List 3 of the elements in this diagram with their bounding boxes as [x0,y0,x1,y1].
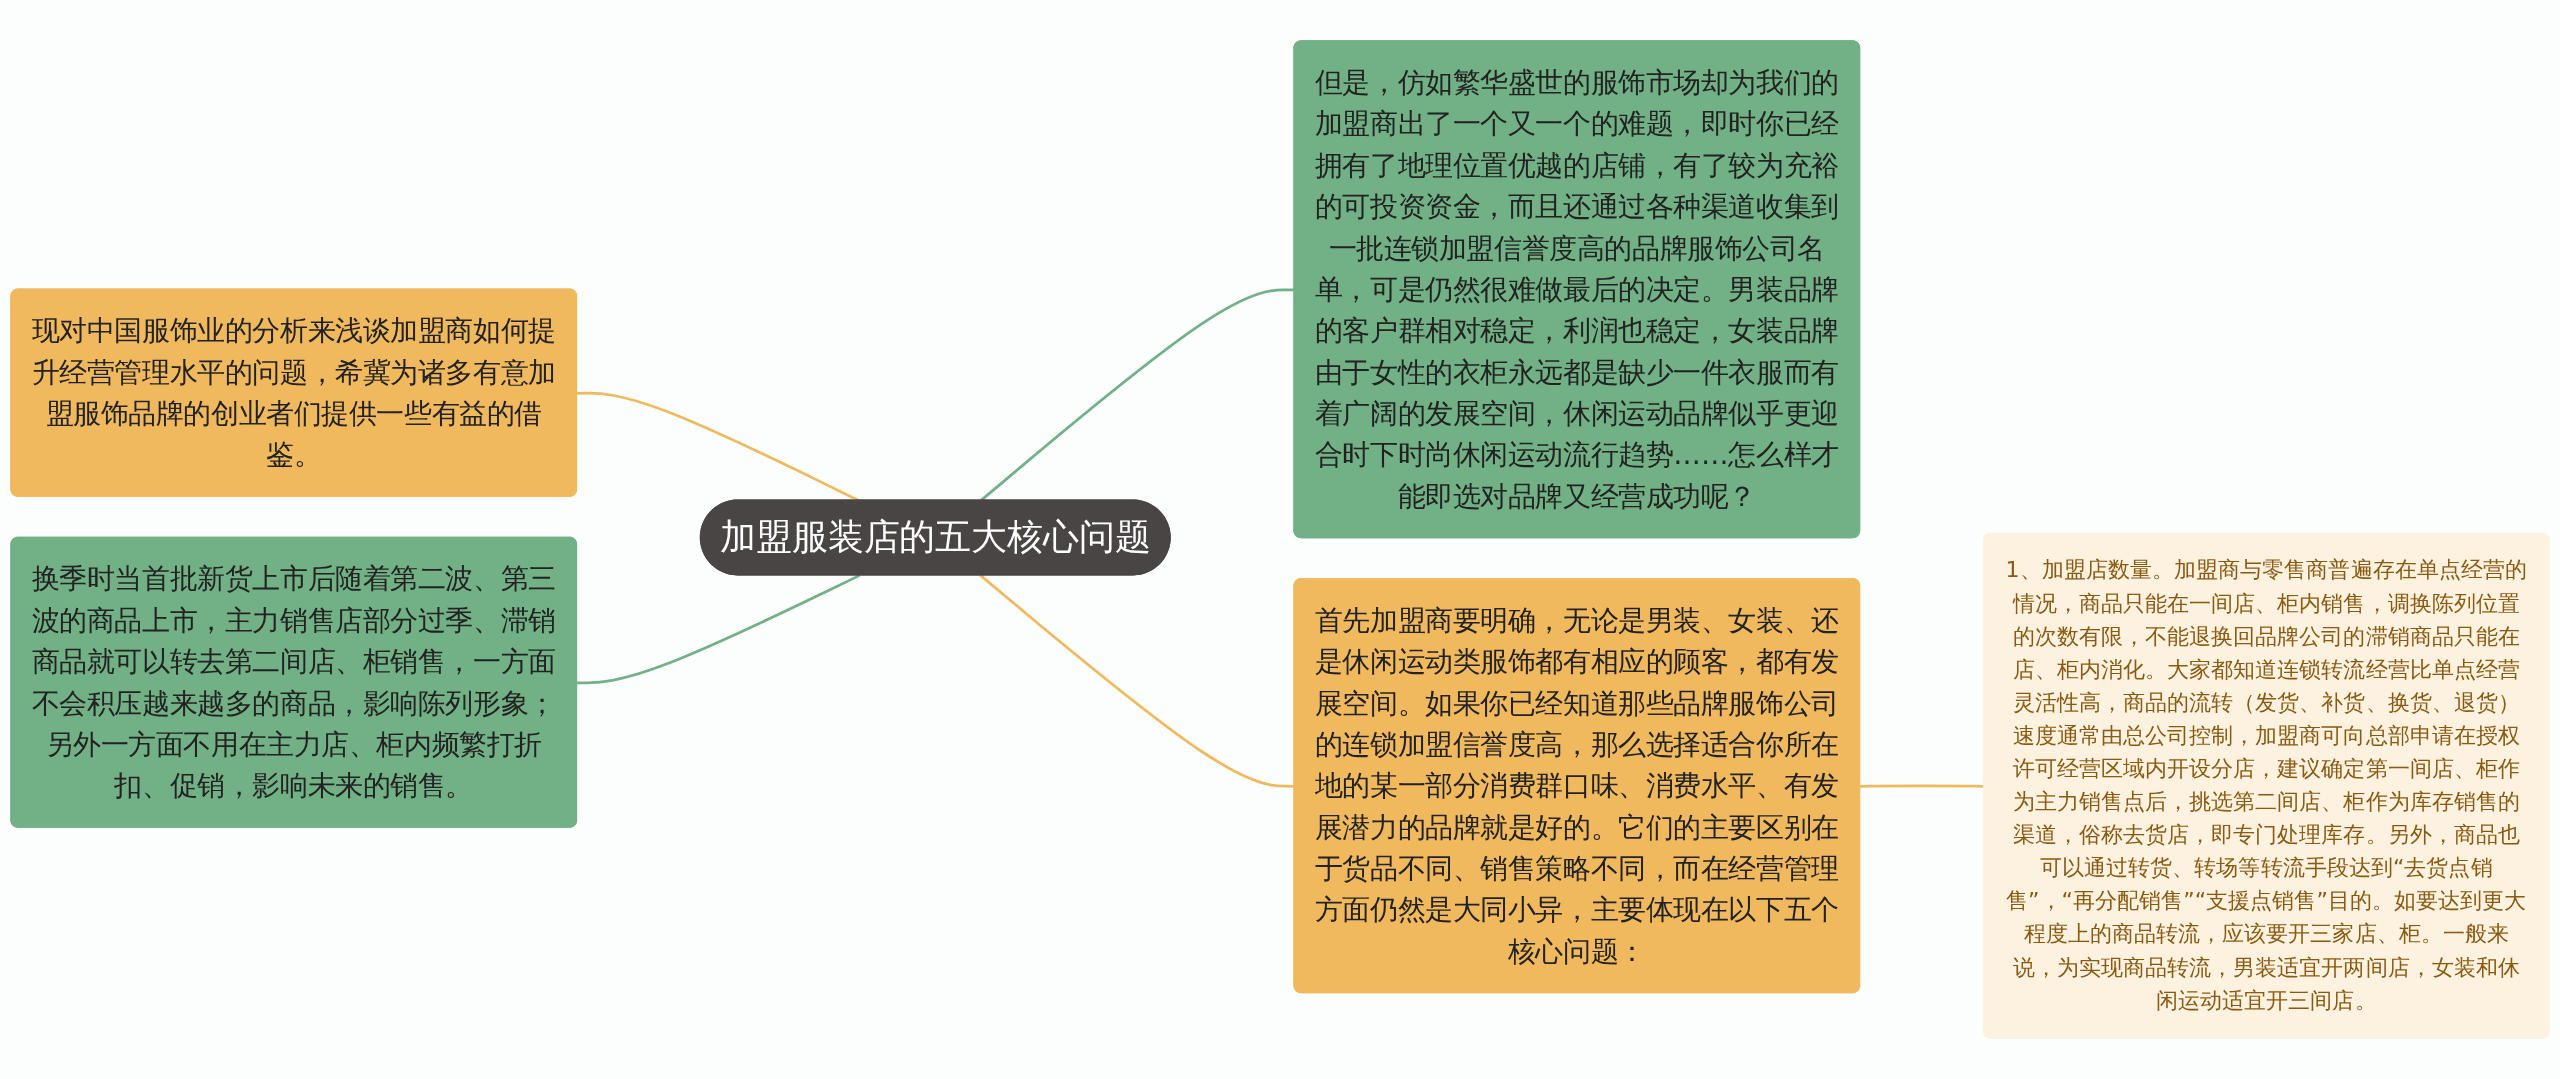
connector [577,574,861,685]
connector [979,574,1295,788]
connector [979,288,1295,502]
